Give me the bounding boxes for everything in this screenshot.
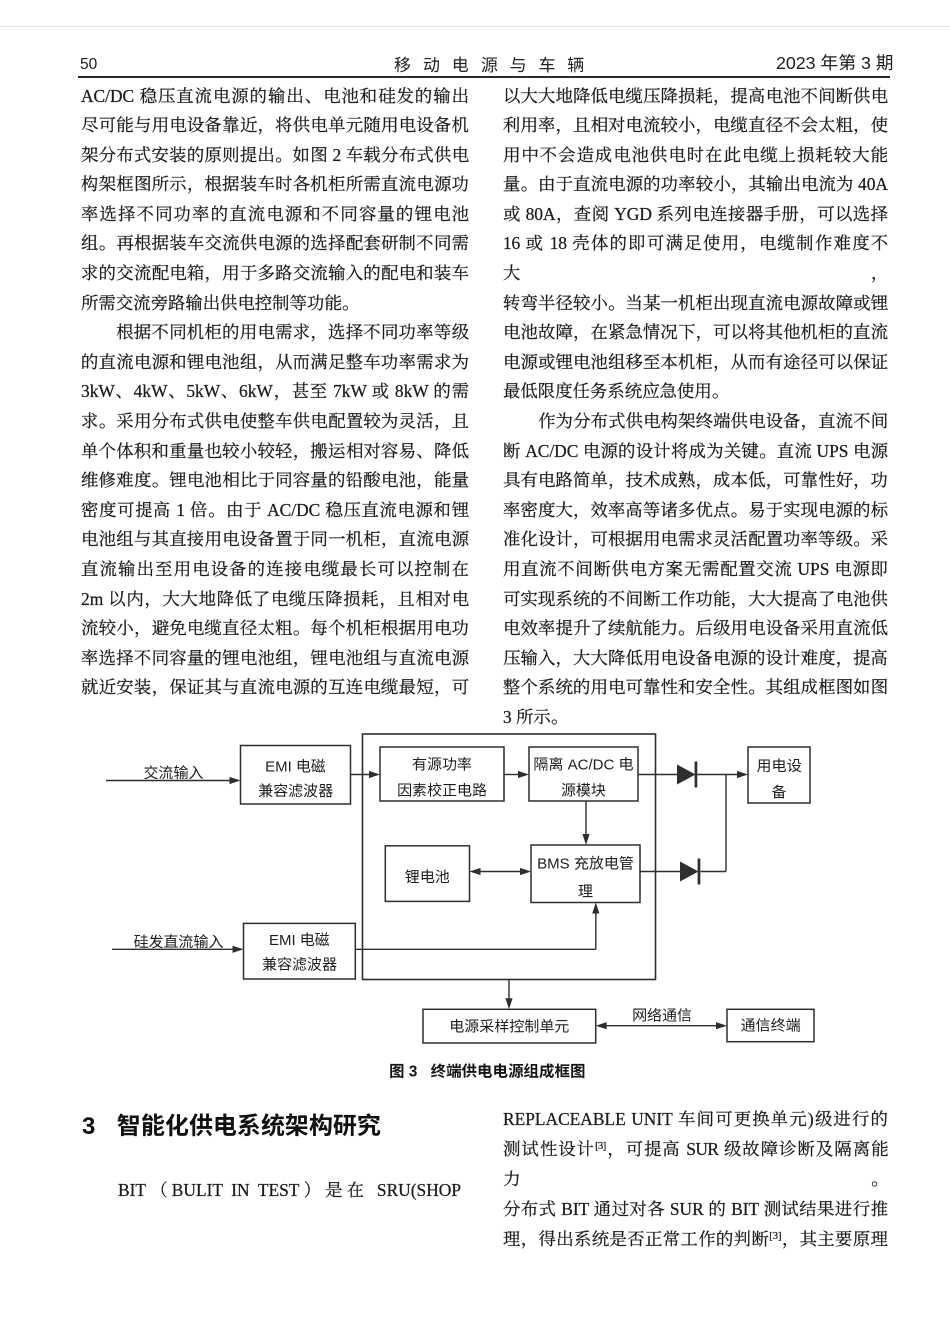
svg-text:图 3: 图 3 [389, 1060, 418, 1082]
svg-text:有源功率: 有源功率 [412, 754, 472, 775]
svg-text:终端供电电源组成框图: 终端供电电源组成框图 [431, 1060, 586, 1082]
svg-text:BMS 充放电管: BMS 充放电管 [537, 853, 634, 874]
svg-text:源模块: 源模块 [561, 780, 607, 801]
svg-text:备: 备 [771, 782, 786, 803]
svg-text:锂电池: 锂电池 [405, 866, 450, 887]
svg-text:因素校正电路: 因素校正电路 [397, 780, 487, 801]
svg-text:EMI 电磁: EMI 电磁 [265, 756, 326, 777]
svg-text:理: 理 [578, 881, 594, 902]
svg-text:隔离 AC/DC 电: 隔离 AC/DC 电 [533, 754, 633, 775]
svg-text:兼容滤波器: 兼容滤波器 [262, 953, 337, 974]
svg-text:硅发直流输入: 硅发直流输入 [133, 931, 223, 952]
svg-text:EMI 电磁: EMI 电磁 [269, 929, 330, 950]
svg-text:电源采样控制单元: 电源采样控制单元 [449, 1016, 569, 1037]
svg-text:用电设: 用电设 [756, 755, 801, 776]
svg-text:网络通信: 网络通信 [632, 1004, 692, 1025]
svg-text:通信终端: 通信终端 [740, 1015, 800, 1036]
svg-text:兼容滤波器: 兼容滤波器 [258, 780, 333, 801]
svg-text:交流输入: 交流输入 [143, 762, 203, 783]
